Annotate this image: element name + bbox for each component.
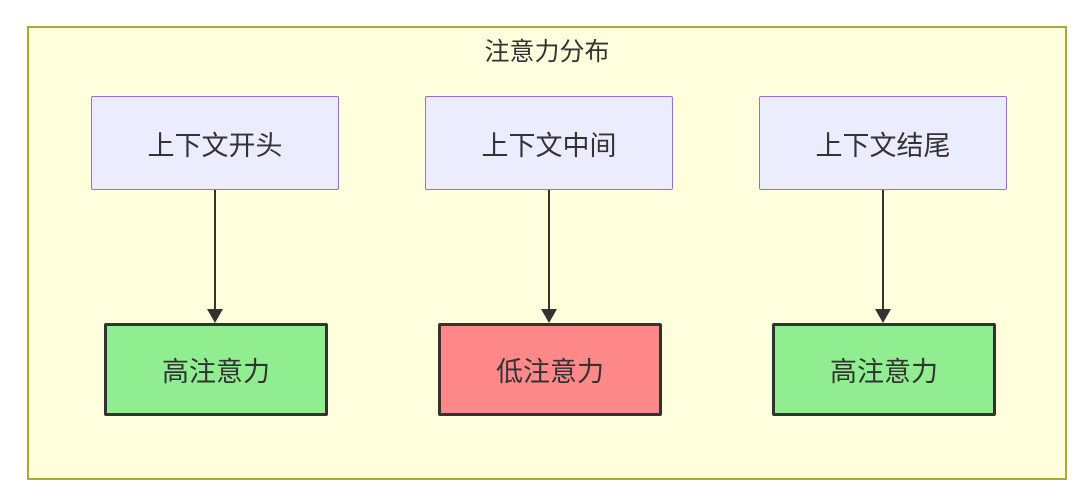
node-context-end: 上下文结尾 (759, 96, 1007, 190)
diagram-title: 注意力分布 (484, 38, 610, 66)
arrowhead-icon (875, 309, 891, 323)
arrow-down-icon (541, 190, 557, 323)
arrow-shaft (213, 190, 217, 310)
node-low-attention-middle: 低注意力 (438, 323, 662, 416)
arrow-down-icon (207, 190, 223, 323)
node-context-start: 上下文开头 (91, 96, 339, 190)
node-context-middle: 上下文中间 (425, 96, 673, 190)
arrowhead-icon (207, 309, 223, 323)
node-high-attention-end: 高注意力 (772, 323, 996, 416)
arrowhead-icon (541, 309, 557, 323)
arrow-shaft (547, 190, 551, 310)
attention-distribution-container: 注意力分布 上下文开头 高注意力 上下文中间 低注意力 上下文结尾 高注意力 (27, 26, 1067, 480)
arrow-shaft (881, 190, 885, 310)
arrow-down-icon (875, 190, 891, 323)
node-high-attention-start: 高注意力 (104, 323, 328, 416)
